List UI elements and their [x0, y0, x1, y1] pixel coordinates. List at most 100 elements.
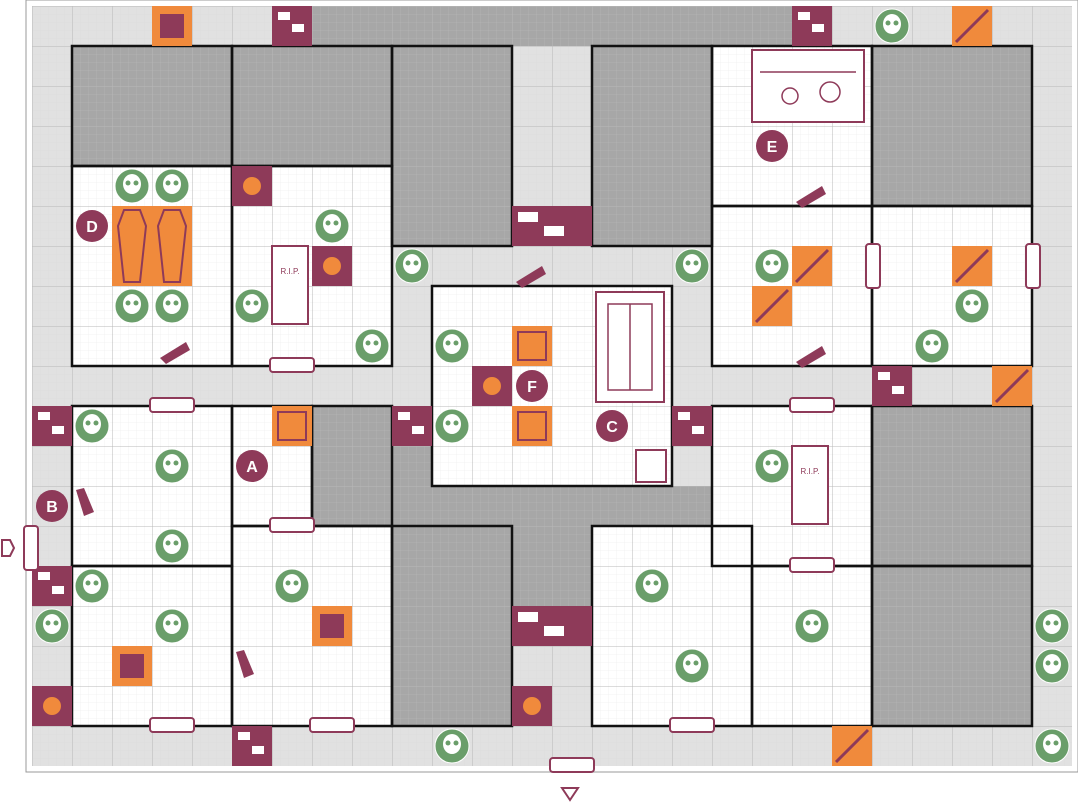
skeleton-icon — [163, 294, 181, 314]
tomb — [271, 245, 309, 325]
chest-icon — [517, 411, 547, 441]
goblin-icon — [803, 614, 821, 634]
skeleton-token[interactable] — [1034, 608, 1070, 644]
door-h — [269, 517, 315, 533]
skeleton-icon — [923, 334, 941, 354]
room-label-e[interactable]: E — [756, 130, 788, 162]
orc-token[interactable] — [74, 408, 110, 444]
secret-door-icon — [796, 186, 826, 208]
skeleton-token[interactable] — [914, 328, 950, 364]
coffin — [152, 206, 192, 286]
mummy-icon — [163, 614, 181, 634]
monster-tokens[interactable] — [34, 8, 1070, 764]
orc-icon — [163, 534, 181, 554]
skeleton-icon — [883, 14, 901, 34]
fimir-token[interactable] — [434, 408, 470, 444]
svg-text:E: E — [767, 139, 778, 156]
skeleton-token[interactable] — [754, 448, 790, 484]
door-h — [789, 557, 835, 573]
skeleton-icon — [123, 294, 141, 314]
rubble-stones — [38, 12, 904, 754]
skeleton-icon — [363, 334, 381, 354]
pit-icon — [160, 14, 184, 38]
orc-token[interactable] — [154, 528, 190, 564]
door-h — [669, 717, 715, 733]
goblin-token[interactable] — [314, 208, 350, 244]
svg-text:A: A — [246, 459, 258, 476]
skeleton-token[interactable] — [154, 288, 190, 324]
orc-icon — [163, 454, 181, 474]
skeleton-token[interactable] — [874, 8, 910, 44]
skeleton-token[interactable] — [754, 248, 790, 284]
room-labels: A B C D E F — [36, 130, 788, 522]
zombie-token[interactable] — [634, 568, 670, 604]
spear-icon — [954, 248, 990, 284]
room-label-c[interactable]: C — [596, 410, 628, 442]
door-h — [549, 757, 595, 773]
orc-icon — [83, 414, 101, 434]
skeleton-token[interactable] — [954, 288, 990, 324]
mummy-icon — [43, 614, 61, 634]
mummy-token[interactable] — [74, 568, 110, 604]
room-label-b[interactable]: B — [36, 490, 68, 522]
secret-door-icon — [160, 342, 190, 364]
tombs — [271, 245, 829, 525]
skeleton-icon — [683, 254, 701, 274]
mummy-token[interactable] — [434, 728, 470, 764]
goblin-token[interactable] — [794, 608, 830, 644]
skeleton-token[interactable] — [1034, 648, 1070, 684]
entry-arrow-south — [560, 787, 580, 802]
svg-text:B: B — [46, 499, 58, 516]
chest-icons — [277, 331, 547, 441]
skeleton-icon — [963, 294, 981, 314]
room-label-a[interactable]: A — [236, 450, 268, 482]
skeleton-icon — [163, 174, 181, 194]
skeleton-token[interactable] — [354, 328, 390, 364]
secret-door-icon — [796, 346, 826, 368]
tomb-label: R.I.P. — [801, 467, 820, 476]
spear-icon — [954, 8, 990, 44]
fimir-token[interactable] — [434, 328, 470, 364]
zombie-icon — [643, 574, 661, 594]
skeleton-token[interactable] — [114, 288, 150, 324]
grid — [32, 6, 1072, 766]
goblin-icon — [323, 214, 341, 234]
skeleton-token[interactable] — [154, 168, 190, 204]
skeleton-icon — [763, 254, 781, 274]
mummy-token[interactable] — [34, 608, 70, 644]
room-label-d[interactable]: D — [76, 210, 108, 242]
rock-accents — [43, 177, 541, 715]
secret-door-icon — [516, 266, 546, 288]
door-v — [23, 525, 39, 571]
skeleton-icon — [763, 454, 781, 474]
pit-icon — [120, 654, 144, 678]
orc-token[interactable] — [154, 448, 190, 484]
secret-doors — [76, 186, 826, 678]
chest-icon — [517, 331, 547, 361]
skeleton-icon — [123, 174, 141, 194]
entry-arrows[interactable] — [1, 539, 580, 802]
coffin — [112, 206, 152, 286]
mummy-token[interactable] — [154, 608, 190, 644]
door-v — [865, 243, 881, 289]
cupboard — [635, 449, 667, 483]
fimir-icon — [443, 334, 461, 354]
skeleton-token[interactable] — [114, 168, 150, 204]
skeleton-token[interactable] — [394, 248, 430, 284]
skeleton-icon — [1043, 734, 1061, 754]
zombie-icon — [683, 654, 701, 674]
skeleton-token[interactable] — [674, 248, 710, 284]
svg-text:C: C — [606, 419, 618, 436]
secret-door-icon — [76, 488, 94, 516]
goblin-token[interactable] — [234, 288, 270, 324]
room-label-f[interactable]: F — [516, 370, 548, 402]
mummy-icon — [83, 574, 101, 594]
mummy-token[interactable] — [274, 568, 310, 604]
mummy-icon — [283, 574, 301, 594]
coffin-icon — [156, 209, 188, 283]
skeleton-token[interactable] — [1034, 728, 1070, 764]
zombie-token[interactable] — [674, 648, 710, 684]
door-v — [1025, 243, 1041, 289]
tomb-label: R.I.P. — [281, 267, 300, 276]
